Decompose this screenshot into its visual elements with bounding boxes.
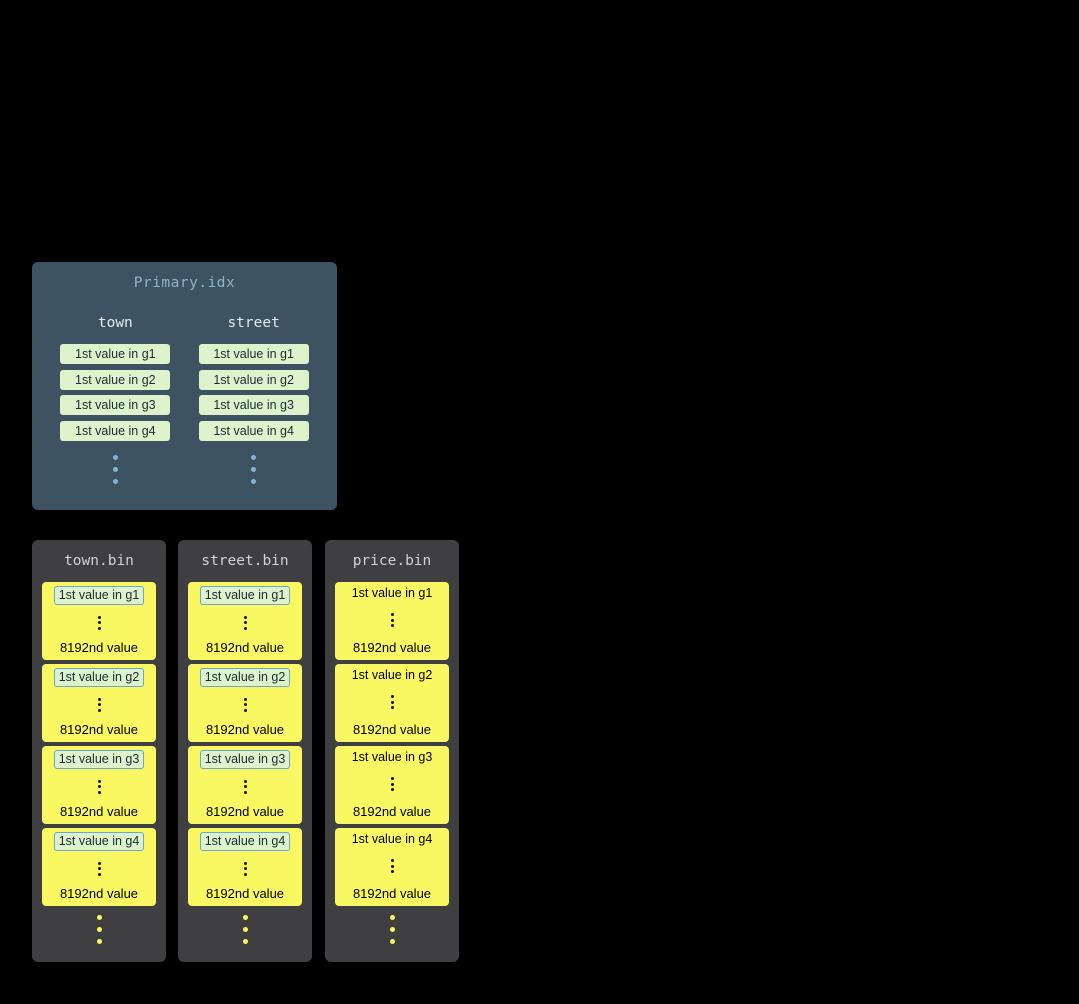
granule-last-value: 8192nd value xyxy=(59,640,139,655)
ellipsis-dots xyxy=(390,613,394,627)
ellipsis-dots xyxy=(112,455,118,484)
index-mark-street-g1: 1st value in g1 xyxy=(198,344,309,364)
bin-panel-price: price.bin 1st value in g1 8192nd value 1… xyxy=(325,540,459,962)
ellipsis-dots xyxy=(243,615,247,630)
granule-last-value: 8192nd value xyxy=(205,886,285,901)
primary-column-town: town 1st value in g1 1st value in g2 1st… xyxy=(60,315,171,484)
granule-last-value: 8192nd value xyxy=(352,804,432,819)
granule-first-value: 1st value in g1 xyxy=(53,586,145,605)
granule-town-g4: 1st value in g4 8192nd value xyxy=(42,828,156,906)
index-mark-town-g2: 1st value in g2 xyxy=(60,369,171,390)
granule-first-value: 1st value in g2 xyxy=(53,668,145,687)
index-mark-street-g3: 1st value in g3 xyxy=(198,395,309,415)
granule-last-value: 8192nd value xyxy=(59,804,139,819)
column-header-street: street xyxy=(227,315,280,331)
granule-last-value: 8192nd value xyxy=(352,886,432,901)
ellipsis-dots xyxy=(42,915,156,944)
column-header-town: town xyxy=(97,315,133,331)
granule-last-value: 8192nd value xyxy=(352,722,432,737)
ellipsis-dots xyxy=(390,859,394,873)
ellipsis-dots xyxy=(188,915,302,944)
granule-first-value: 1st value in g1 xyxy=(199,586,291,605)
ellipsis-dots xyxy=(390,695,394,709)
granule-price-g4: 1st value in g4 8192nd value xyxy=(335,828,449,906)
bin-panel-street: street.bin 1st value in g1 8192nd value … xyxy=(178,540,312,962)
granule-last-value: 8192nd value xyxy=(205,804,285,819)
bin-title-street: street.bin xyxy=(201,553,289,569)
granule-first-value: 1st value in g3 xyxy=(199,750,291,769)
granule-town-g3: 1st value in g3 8192nd value xyxy=(42,746,156,824)
granule-price-g1: 1st value in g1 8192nd value xyxy=(335,582,449,660)
ellipsis-dots xyxy=(243,779,247,794)
granule-town-g2: 1st value in g2 8192nd value xyxy=(42,664,156,742)
granule-last-value: 8192nd value xyxy=(205,640,285,655)
ellipsis-dots xyxy=(243,861,247,876)
granule-first-value: 1st value in g4 xyxy=(53,832,145,851)
ellipsis-dots xyxy=(97,861,101,876)
granule-street-g1: 1st value in g1 8192nd value xyxy=(188,582,302,660)
granule-first-value: 1st value in g1 xyxy=(351,586,433,600)
granule-price-g2: 1st value in g2 8192nd value xyxy=(335,664,449,742)
primary-idx-title: Primary.idx xyxy=(133,275,236,291)
ellipsis-dots xyxy=(251,455,257,484)
granule-last-value: 8192nd value xyxy=(59,886,139,901)
ellipsis-dots xyxy=(97,779,101,794)
granule-first-value: 1st value in g4 xyxy=(351,832,433,846)
granule-last-value: 8192nd value xyxy=(59,722,139,737)
granule-first-value: 1st value in g2 xyxy=(351,668,433,682)
index-mark-town-g4: 1st value in g4 xyxy=(60,420,171,441)
primary-column-street: street 1st value in g1 1st value in g2 1… xyxy=(198,315,309,484)
granule-last-value: 8192nd value xyxy=(352,640,432,655)
granule-street-g4: 1st value in g4 8192nd value xyxy=(188,828,302,906)
index-mark-town-g3: 1st value in g3 xyxy=(60,395,171,415)
granule-first-value: 1st value in g4 xyxy=(199,832,291,851)
granule-first-value: 1st value in g3 xyxy=(351,750,433,764)
index-mark-town-g1: 1st value in g1 xyxy=(60,344,171,364)
index-mark-street-g4: 1st value in g4 xyxy=(198,420,309,441)
ellipsis-dots xyxy=(390,777,394,791)
ellipsis-dots xyxy=(335,915,449,944)
granule-town-g1: 1st value in g1 8192nd value xyxy=(42,582,156,660)
ellipsis-dots xyxy=(97,697,101,712)
granule-price-g3: 1st value in g3 8192nd value xyxy=(335,746,449,824)
granule-last-value: 8192nd value xyxy=(205,722,285,737)
ellipsis-dots xyxy=(97,615,101,630)
ellipsis-dots xyxy=(243,697,247,712)
bin-title-town: town.bin xyxy=(64,553,134,569)
index-mark-street-g2: 1st value in g2 xyxy=(198,369,309,390)
granule-street-g3: 1st value in g3 8192nd value xyxy=(188,746,302,824)
primary-idx-panel: Primary.idx town 1st value in g1 1st val… xyxy=(32,262,337,510)
primary-columns: town 1st value in g1 1st value in g2 1st… xyxy=(32,315,337,484)
granule-street-g2: 1st value in g2 8192nd value xyxy=(188,664,302,742)
bin-panel-town: town.bin 1st value in g1 8192nd value 1s… xyxy=(32,540,166,962)
granule-first-value: 1st value in g2 xyxy=(199,668,291,687)
granule-first-value: 1st value in g3 xyxy=(53,750,145,769)
bin-title-price: price.bin xyxy=(352,553,432,569)
